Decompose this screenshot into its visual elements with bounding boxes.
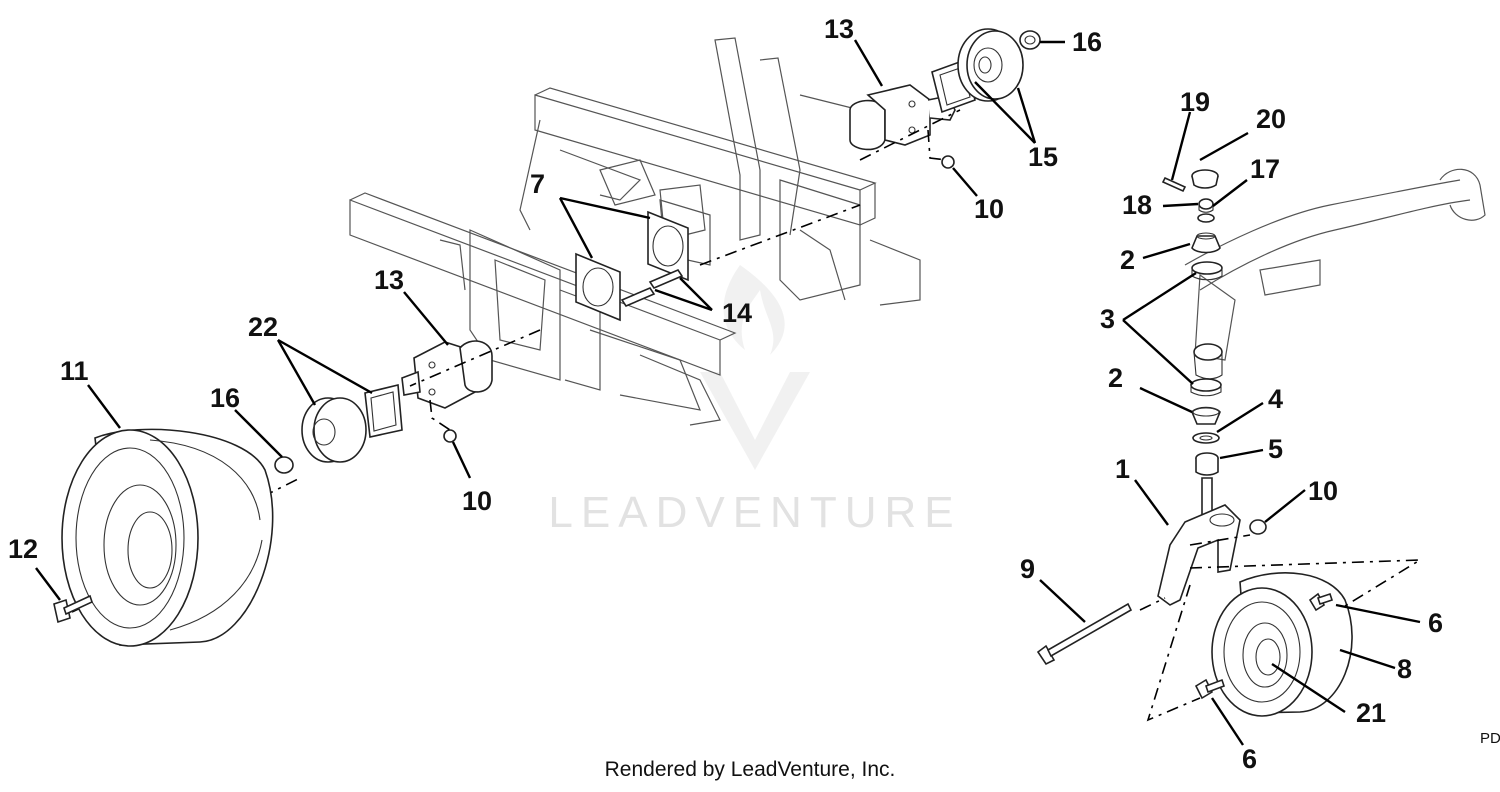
callout-10-lower: 10	[462, 486, 492, 516]
callout-4: 4	[1268, 384, 1283, 414]
bearing-race-upper	[1191, 261, 1223, 281]
callout-14: 14	[722, 298, 752, 328]
callout-17: 17	[1250, 154, 1280, 184]
castle-nut	[1198, 198, 1214, 213]
watermark-logo	[700, 265, 810, 470]
callout-6-right: 6	[1428, 608, 1443, 638]
front-caster-arm	[1184, 168, 1486, 380]
caster-fork	[1157, 477, 1241, 606]
callout-16-lower: 16	[210, 383, 240, 413]
nut-upper	[927, 129, 955, 169]
callout-8: 8	[1397, 654, 1412, 684]
upper-chassis-frame	[519, 37, 921, 306]
callout-2-upper: 2	[1120, 245, 1135, 275]
bearing-cone-upper	[1191, 232, 1221, 254]
callout-13-upper: 13	[824, 14, 854, 44]
callout-18: 18	[1122, 190, 1152, 220]
nut-caster	[1249, 519, 1267, 535]
caster-wheel-bolt-right	[1308, 592, 1334, 612]
callout-12: 12	[8, 534, 38, 564]
axle-bolt	[1036, 602, 1133, 666]
wheel-hub-lower	[301, 384, 403, 463]
callout-15: 15	[1028, 142, 1058, 172]
mounting-gasket-a	[647, 210, 689, 282]
callout-3: 3	[1100, 304, 1115, 334]
footer-credit: Rendered by LeadVenture, Inc.	[604, 758, 896, 781]
callout-9: 9	[1020, 554, 1035, 584]
callout-10-upper: 10	[974, 194, 1004, 224]
leader-lines	[35, 39, 1421, 746]
bearing-race-lower	[1190, 378, 1222, 397]
spacer	[1195, 452, 1219, 476]
callout-7: 7	[530, 169, 545, 199]
caster-assembly-axis	[1139, 534, 1424, 722]
bearing-cone-lower	[1191, 406, 1221, 425]
lug-nut-lower	[274, 456, 294, 474]
callout-6-left: 6	[1242, 744, 1257, 774]
callout-5: 5	[1268, 434, 1283, 464]
mounting-studs	[620, 269, 684, 307]
callout-20: 20	[1256, 104, 1286, 134]
callout-1: 1	[1115, 454, 1130, 484]
edge-code: PD	[1480, 730, 1500, 747]
callout-2-lower: 2	[1108, 363, 1123, 393]
wheel-bolt	[53, 594, 93, 624]
caster-tire	[1211, 572, 1353, 717]
seal	[1192, 432, 1220, 444]
callout-21: 21	[1356, 698, 1386, 728]
mounting-gasket-b	[575, 252, 621, 322]
callouts: 13 16 15 10 7 14 13 22 11 16 10 12 19 20…	[8, 14, 1443, 774]
caster-wheel-bolt-left	[1194, 678, 1226, 700]
callout-22: 22	[248, 312, 278, 342]
watermark-text: LEADVENTURE	[548, 488, 962, 537]
dust-cap	[1191, 169, 1219, 189]
lug-nut-upper	[1019, 30, 1041, 50]
rear-tire	[61, 428, 274, 647]
callout-19: 19	[1180, 87, 1210, 117]
wheel-hub-upper	[931, 28, 1024, 114]
nut-lower	[429, 399, 457, 443]
washer-top	[1197, 213, 1215, 223]
callout-11: 11	[60, 356, 89, 386]
wheel-motor-lower	[401, 340, 493, 409]
callout-16-upper: 16	[1072, 27, 1102, 57]
cotter-pin	[1161, 176, 1187, 193]
callout-13-lower: 13	[374, 265, 404, 295]
callout-10-caster: 10	[1308, 476, 1338, 506]
